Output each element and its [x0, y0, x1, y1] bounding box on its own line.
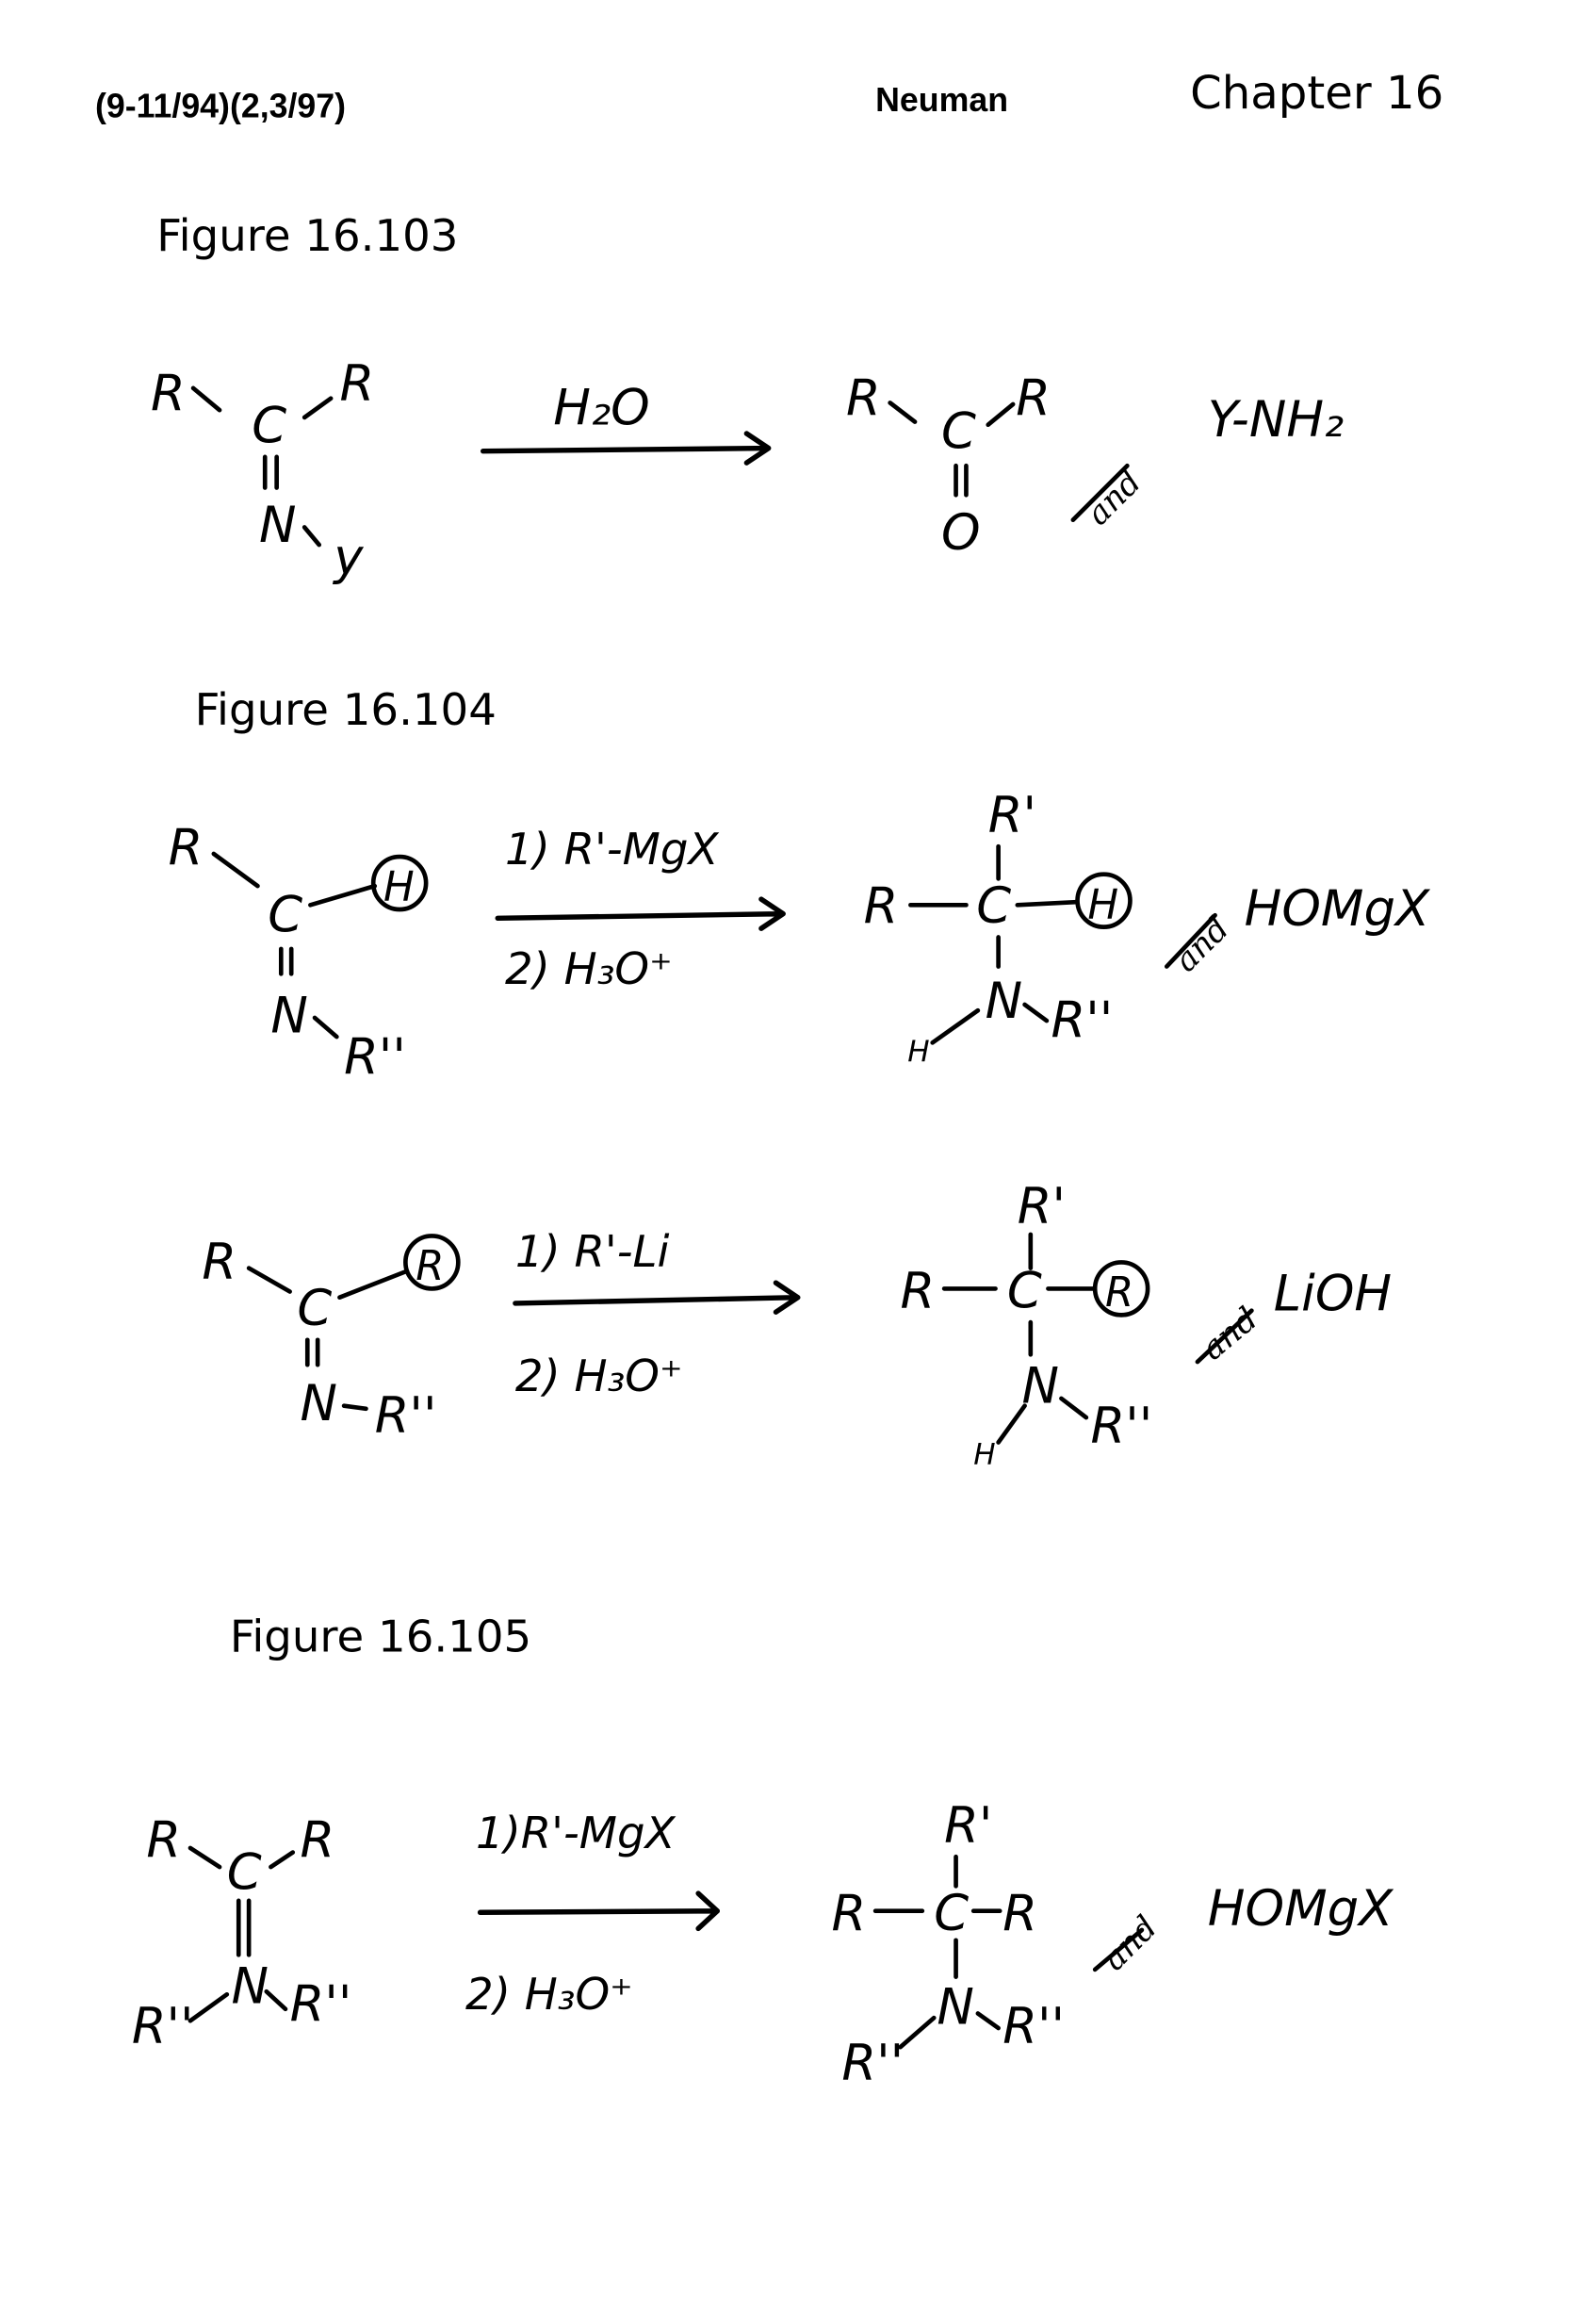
atom-r: R [301, 1811, 335, 1869]
step1-label: 1) R'-MgX [505, 824, 719, 875]
product-ketone: R C R O [846, 369, 1051, 562]
atom-r: R [202, 1234, 236, 1291]
figure-label: Figure 16.103 [156, 210, 458, 261]
atom-r-prime: R' [988, 787, 1036, 844]
circle-marker [370, 854, 429, 912]
atom-c: C [934, 1885, 969, 1942]
atom-c: C [227, 1843, 262, 1901]
atom-n: N [270, 987, 308, 1044]
reaction-arrow [513, 1280, 801, 1315]
atom-r: R [416, 1243, 444, 1290]
step1-label: 1)R'-MgX [476, 1808, 676, 1858]
atom-n: N [937, 1978, 974, 2036]
atom-r: R'' [841, 2034, 904, 2091]
reagent-label: H₂O [553, 380, 649, 437]
byproduct: Y-NH₂ [1208, 391, 1344, 449]
circle-marker [403, 1234, 461, 1291]
atom-n: N [259, 497, 297, 554]
atom-y: y [332, 529, 364, 586]
atom-n: N [301, 1375, 338, 1432]
atom-c: C [1007, 1263, 1042, 1320]
step1-label: 1) R'-Li [515, 1226, 670, 1277]
reaction-arrow [477, 1890, 721, 1932]
header-author: Neuman [875, 81, 1008, 119]
atom-n: N [986, 973, 1023, 1030]
figure-label: Figure 16.104 [195, 684, 497, 735]
atom-h: H [383, 864, 415, 911]
atom-r: R'' [132, 1998, 194, 2055]
byproduct: HOMgX [1208, 1880, 1394, 1938]
figure-16-105: Figure 16.105 R C R N R'' R'' 1)R'-MgX 2… [132, 1612, 1394, 2092]
atom-r: R [832, 1885, 867, 1942]
atom-r: R [1002, 1885, 1037, 1942]
figure-label: Figure 16.105 [230, 1612, 531, 1662]
header-chapter: Chapter 16 [1190, 67, 1443, 120]
atom-r-prime: R' [1018, 1177, 1066, 1235]
atom-r-prime: R' [944, 1797, 992, 1855]
reaction-arrow [495, 896, 786, 931]
atom-r: R'' [290, 1975, 352, 2033]
atom-c: C [297, 1280, 332, 1337]
atom-c: C [941, 403, 976, 461]
atom-h: H [1087, 881, 1118, 928]
atom-r: R'' [1002, 1998, 1065, 2055]
reaction-arrow [481, 431, 772, 466]
atom-r: R [151, 365, 186, 422]
reactant-iminium: R C R N R'' R'' [132, 1811, 352, 2054]
atom-c: C [976, 877, 1011, 935]
atom-o: O [941, 504, 981, 562]
circle-marker [1092, 1260, 1150, 1317]
figure-16-104: Figure 16.104 R C H N R'' 1) R'-MgX 2) H… [169, 684, 1431, 1472]
byproduct: LiOH [1274, 1266, 1392, 1323]
atom-c: C [252, 397, 286, 454]
and-label: and [1096, 1908, 1165, 1978]
atom-r: R [1016, 369, 1051, 427]
atom-c: C [268, 886, 302, 943]
reaction-grignard-aldimine: R C H N R'' 1) R'-MgX 2) H₃O⁺ R' R C H N… [169, 787, 1431, 1086]
atom-r: R [339, 354, 374, 412]
step2-label: 2) H₃O⁺ [515, 1350, 683, 1401]
step2-label: 2) H₃O⁺ [465, 1969, 633, 2020]
reaction-organolithium-ketimine: R C R N R'' 1) R'-Li 2) H₃O⁺ R' R C R N … [202, 1177, 1392, 1471]
atom-r: R'' [1091, 1398, 1153, 1455]
atom-r: R [169, 819, 204, 876]
atom-r: R [1105, 1269, 1133, 1317]
atom-n: N [1021, 1358, 1059, 1416]
header-dates: (9-11/94)(2,3/97) [95, 87, 346, 124]
reactant-imine: R C R N y [151, 354, 374, 586]
and-label: and [1080, 464, 1149, 533]
atom-r: R'' [344, 1028, 406, 1086]
product-amine: R' R C R N R'' R'' [832, 1797, 1066, 2092]
atom-h: H [907, 1036, 929, 1070]
and-label: and [1167, 910, 1237, 980]
figure-16-103: Figure 16.103 R C R N y H₂O R C R O and … [151, 210, 1344, 586]
circle-marker [1075, 872, 1133, 929]
atom-h: H [973, 1438, 995, 1472]
atom-r: R'' [375, 1387, 437, 1445]
atom-r: R [846, 369, 881, 427]
atom-r: R [146, 1811, 181, 1869]
atom-r: R [864, 877, 899, 935]
step2-label: 2) H₃O⁺ [505, 943, 673, 994]
atom-r: R'' [1051, 991, 1114, 1049]
atom-n: N [231, 1958, 269, 2016]
atom-r: R [901, 1263, 936, 1320]
byproduct: HOMgX [1245, 880, 1431, 938]
